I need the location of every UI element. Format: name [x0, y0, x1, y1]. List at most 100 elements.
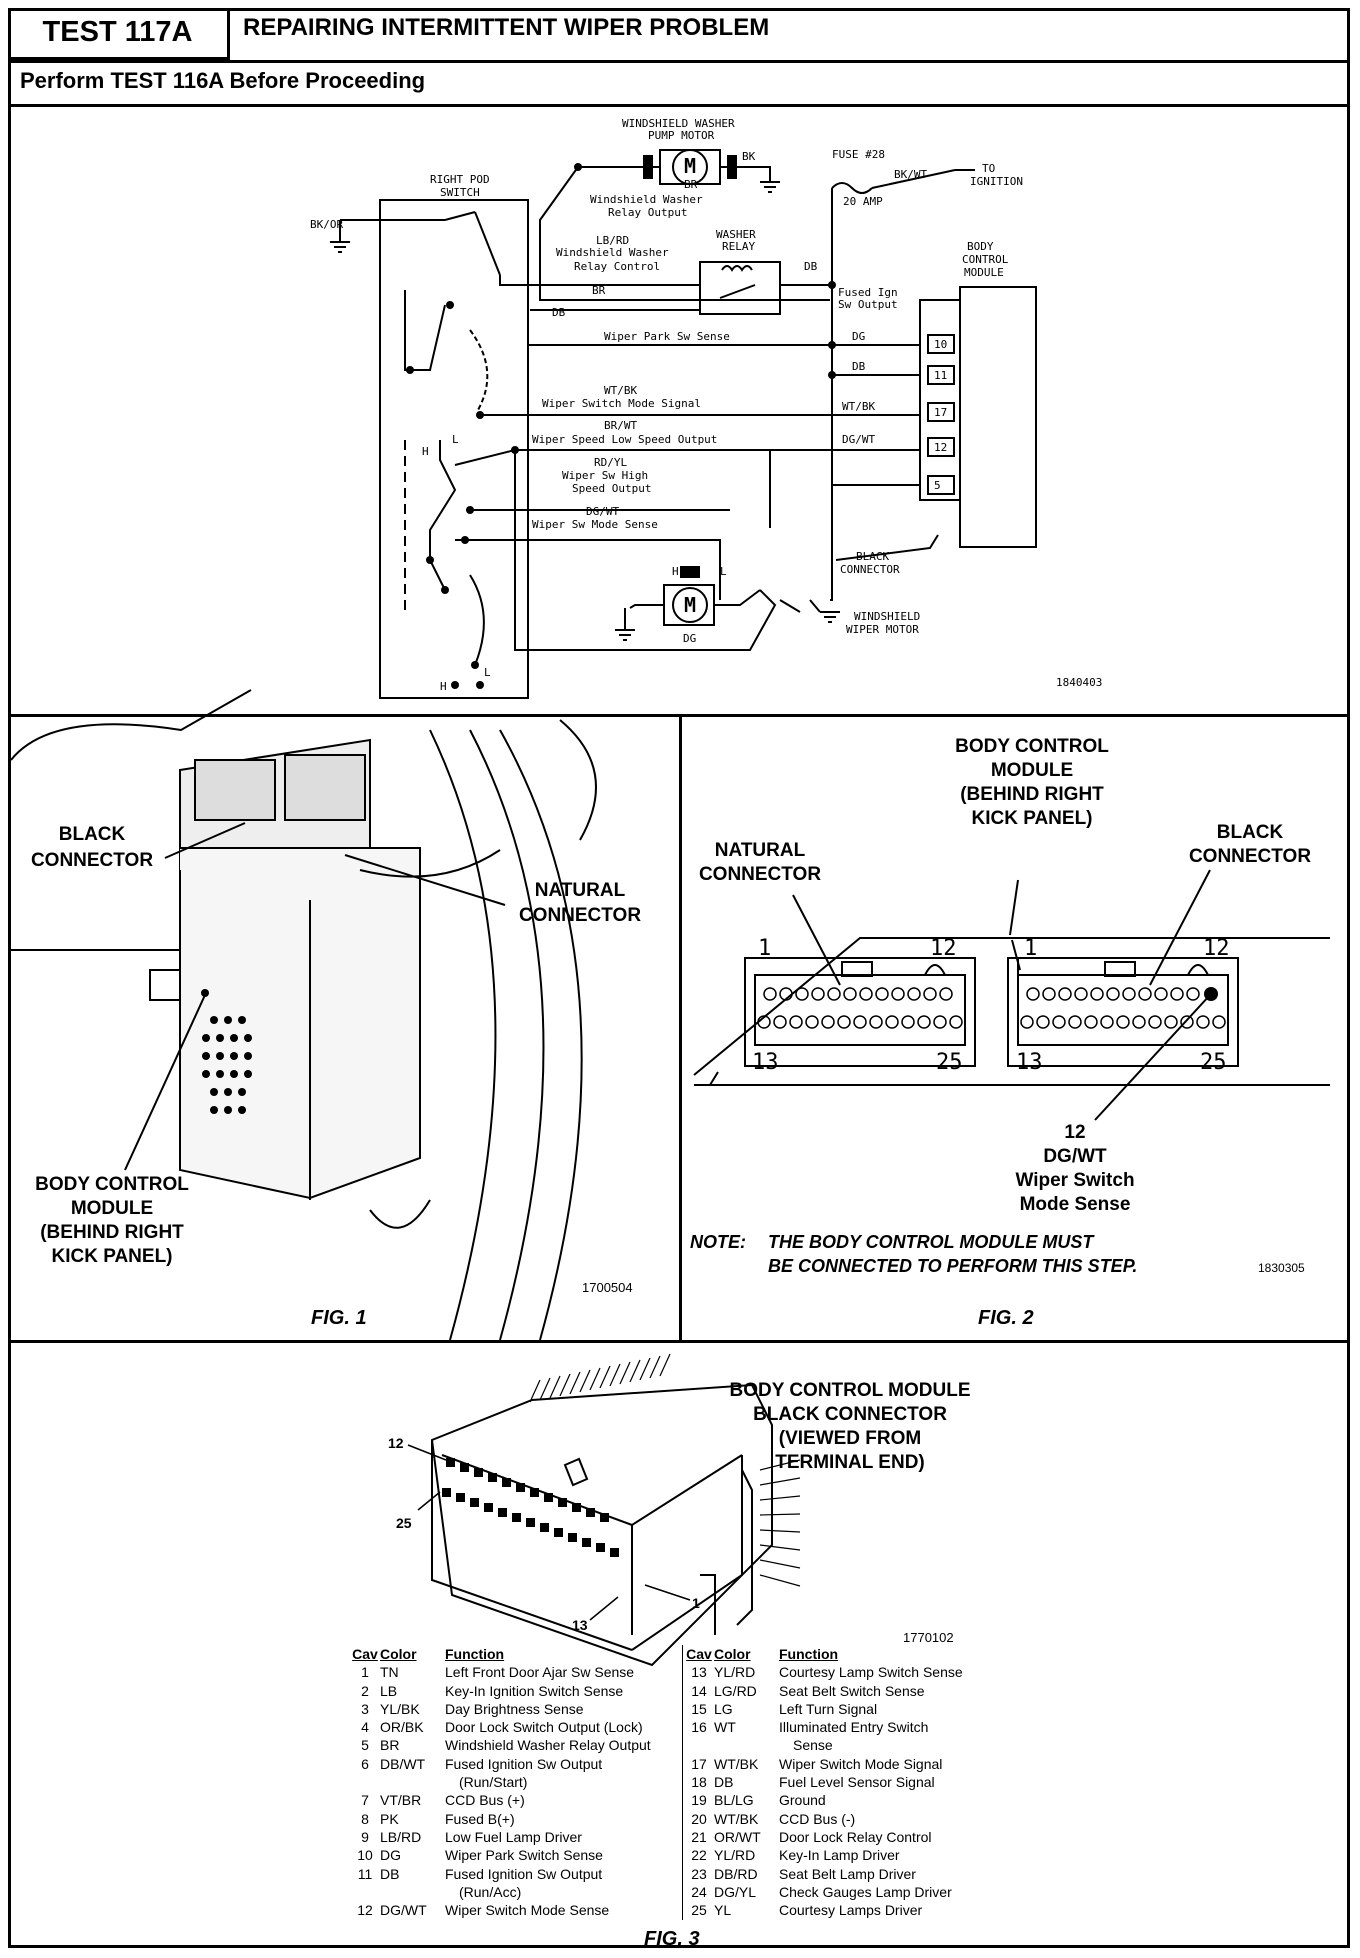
wiper-motor-symbol — [672, 587, 708, 623]
fig2-natural-pin-12: 12 — [930, 936, 957, 961]
function-cell: Illuminated Entry Switch — [779, 1719, 929, 1736]
wt-bk-pin-label: WT/BK — [842, 400, 875, 413]
function-cell: Fused Ignition Sw Output — [445, 1865, 603, 1882]
function-cell: Wiper Park Switch Sense — [445, 1847, 603, 1864]
black-connector-label-2: CONNECTOR — [840, 563, 900, 576]
color-cell: WT — [714, 1719, 736, 1736]
fig2-natural-pin-1: 1 — [758, 936, 771, 961]
color-cell: DB — [714, 1774, 734, 1791]
fig2-callout-function-2: Mode Sense — [1020, 1194, 1131, 1215]
color-cell: DB/WT — [380, 1755, 426, 1772]
fig3-pin-1: 1 — [692, 1595, 700, 1611]
function-cell: Fused B(+) — [445, 1810, 515, 1827]
fuse-rating-label: 20 AMP — [843, 195, 883, 208]
fig2-black-connector-label-2: CONNECTOR — [1189, 846, 1311, 867]
color-cell: BR — [380, 1737, 400, 1754]
function-cell: Courtesy Lamp Switch Sense — [779, 1664, 963, 1681]
cav-cell: 4 — [361, 1719, 369, 1736]
right-pod-switch-label: RIGHT POD — [430, 173, 490, 186]
color-cell: BL/LG — [714, 1792, 754, 1809]
color-cell: DG/WT — [380, 1902, 427, 1919]
table-header-row: Cav Color Function — [350, 1645, 694, 1663]
page-frame — [8, 8, 1350, 1948]
color-cell: PK — [380, 1810, 399, 1827]
to-ignition-label: TO — [982, 162, 995, 175]
section-divider — [8, 1340, 1350, 1343]
cav-cell: 8 — [361, 1810, 369, 1827]
table-row: 8 PK Fused B(+) — [350, 1810, 694, 1828]
table-header-row: Cav Color Function — [684, 1645, 1028, 1663]
dg-label: DG — [852, 330, 865, 343]
function-cell: Left Front Door Ajar Sw Sense — [445, 1664, 635, 1681]
pin-10: 10 — [934, 338, 947, 351]
bcm-label-2: CONTROL — [962, 253, 1009, 266]
fig3-connector-drawing — [430, 1383, 773, 1667]
color-cell: YL — [714, 1902, 732, 1919]
function-cell: Courtesy Lamps Driver — [779, 1902, 923, 1919]
function-cell: Day Brightness Sense — [445, 1700, 584, 1717]
wiper-motor-letter: M — [684, 593, 696, 617]
l-switch-bottom-label: L — [484, 666, 491, 679]
wiper-motor-label: WINDSHIELD — [854, 610, 920, 623]
fused-ign-label: Fused Ign — [838, 286, 898, 299]
h-motor-label: H — [672, 565, 679, 578]
fig2-bcm-label-3: (BEHIND RIGHT — [960, 784, 1104, 805]
fig2-note-label: NOTE: — [690, 1232, 746, 1252]
function-cell: CCD Bus (-) — [779, 1810, 856, 1827]
fig1-art-number: 1700504 — [582, 1280, 633, 1295]
table-row: 25 YL Courtesy Lamps Driver — [684, 1901, 1028, 1919]
bcm-label: BODY — [967, 240, 994, 253]
color-cell: DB/RD — [714, 1865, 758, 1882]
color-cell: TN — [380, 1664, 399, 1681]
right-pod-switch-box — [379, 199, 529, 699]
color-cell: DB — [380, 1865, 400, 1882]
cav-cell: 17 — [691, 1755, 707, 1772]
header-divider — [8, 60, 1350, 63]
washer-relay-label-2: RELAY — [722, 240, 755, 253]
fig2-callout-pin: 12 — [1064, 1122, 1085, 1143]
mode-sense-label: Wiper Sw Mode Sense — [532, 518, 658, 531]
function-cell: Seat Belt Lamp Driver — [779, 1865, 916, 1882]
pin-11: 11 — [934, 369, 947, 382]
color-cell: WT/BK — [714, 1755, 759, 1772]
br-label: BR — [684, 178, 698, 191]
fig1-natural-connector-label: NATURAL — [535, 880, 626, 901]
function-cell: Wiper Switch Mode Sense — [445, 1902, 610, 1919]
fig3-title-2: BLACK CONNECTOR — [753, 1404, 947, 1425]
function-cell: Ground — [779, 1792, 826, 1809]
cav-cell: 5 — [361, 1737, 369, 1754]
fig2-natural-connector-label-2: CONNECTOR — [699, 864, 821, 885]
fig3-label: FIG. 3 — [644, 1928, 700, 1950]
fig2-note-text: THE BODY CONTROL MODULE MUST — [768, 1232, 1095, 1252]
table-row: 17 WT/BK Wiper Switch Mode Signal — [684, 1755, 1028, 1773]
function-cell: Wiper Switch Mode Signal — [779, 1755, 943, 1772]
cav-cell: 19 — [691, 1792, 707, 1809]
fuse-label: FUSE #28 — [832, 148, 885, 161]
color-cell: OR/WT — [714, 1828, 761, 1845]
pin-5: 5 — [934, 479, 941, 492]
washer-relay-output-label-2: Relay Output — [608, 206, 687, 219]
section-divider — [8, 104, 1350, 107]
bk-or-label: BK/OR — [310, 218, 343, 231]
cav-cell: 13 — [691, 1664, 707, 1681]
fig3-pin-12: 12 — [388, 1435, 404, 1451]
fig2-natural-connector-label: NATURAL — [715, 840, 806, 861]
fig1-bcm-label-3: (BEHIND RIGHT — [40, 1222, 184, 1243]
table-row: (Run/Acc) — [350, 1883, 694, 1901]
dg-motor-label: DG — [683, 632, 696, 645]
fig2-note-text-2: BE CONNECTED TO PERFORM THIS STEP. — [768, 1256, 1137, 1276]
washer-pump-motor-symbol — [672, 149, 708, 185]
fig1-natural-connector-label-2: CONNECTOR — [519, 905, 641, 926]
pin-12: 12 — [934, 441, 947, 454]
low-speed-output-label: Wiper Speed Low Speed Output — [532, 433, 717, 446]
cav-cell: 25 — [691, 1902, 707, 1919]
